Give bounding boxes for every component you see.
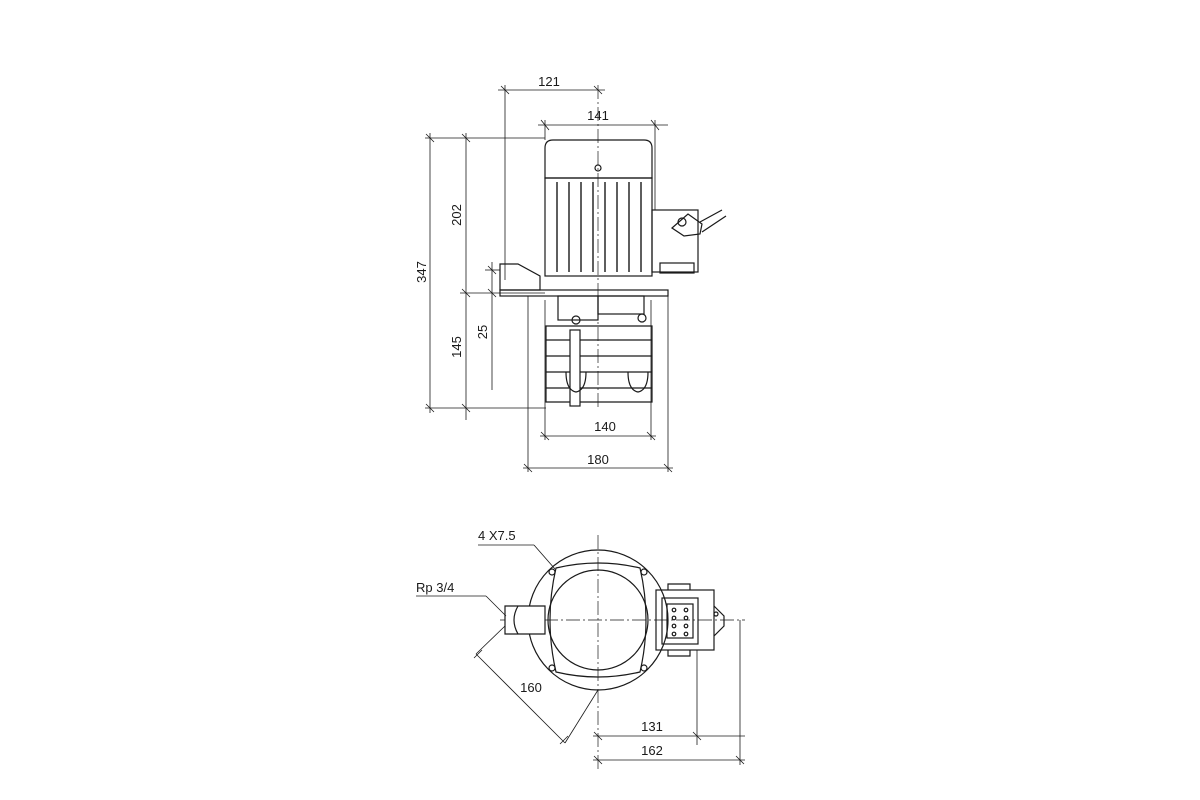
connector-frame <box>661 597 699 645</box>
connector-pins-icon <box>671 607 689 637</box>
dim-347: 347 <box>414 261 429 283</box>
motor-body <box>544 177 653 277</box>
side-view: 121 141 347 202 145 25 <box>414 74 727 473</box>
motor-circle <box>547 569 649 671</box>
bolt-left-icon <box>571 315 581 325</box>
cable-icon <box>699 209 727 233</box>
dim-145: 145 <box>449 336 464 358</box>
latch-top-icon <box>667 583 691 590</box>
connector-block <box>666 603 694 639</box>
hole-icon-3 <box>548 664 556 672</box>
label-thread: Rp 3/4 <box>416 580 454 595</box>
dim-160: 160 <box>520 680 542 695</box>
dim-25: 25 <box>475 325 490 339</box>
top-view: 4 X7.5 Rp 3/4 160 131 162 <box>416 528 745 770</box>
outlet-pipe-edge <box>513 605 519 635</box>
cable-gland-top-icon <box>713 605 725 637</box>
pump-inlet-icon-2 <box>627 371 649 393</box>
dim-121: 121 <box>538 74 560 89</box>
cable-gland-icon <box>671 213 703 237</box>
coupling-right <box>597 295 645 315</box>
outlet-pipe <box>504 605 546 635</box>
hole-icon-1 <box>548 568 556 576</box>
motor-cap <box>544 139 653 179</box>
pump-inlet-icon <box>565 371 587 393</box>
terminal-box <box>651 209 699 273</box>
motor-screw-icon <box>594 164 602 172</box>
hole-icon-4 <box>640 664 648 672</box>
dim-202: 202 <box>449 204 464 226</box>
gland-nut-icon <box>677 217 687 227</box>
terminal-box-base <box>659 262 695 274</box>
dim-180: 180 <box>587 452 609 467</box>
label-holes: 4 X7.5 <box>478 528 516 543</box>
latch-bottom-icon <box>667 650 691 657</box>
gland-dot-icon <box>713 611 719 617</box>
terminal-box-top <box>655 589 715 651</box>
dim-162: 162 <box>641 743 663 758</box>
discharge-outlet <box>499 263 541 291</box>
dim-131: 131 <box>641 719 663 734</box>
hole-icon-2 <box>640 568 648 576</box>
motor-fins <box>556 182 642 272</box>
dim-141: 141 <box>587 108 609 123</box>
bolt-right-icon <box>637 313 647 323</box>
dim-140: 140 <box>594 419 616 434</box>
pump-housing <box>545 325 653 403</box>
pump-pipe <box>569 329 581 407</box>
